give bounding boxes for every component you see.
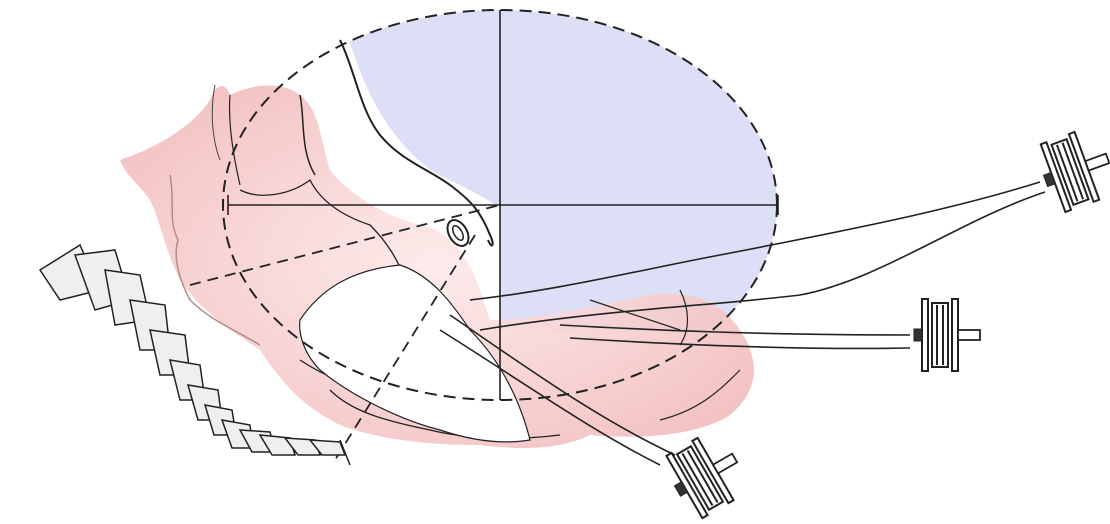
lower-port-hub xyxy=(659,427,752,522)
upper-port-hub xyxy=(1033,124,1110,214)
middle-port-hub xyxy=(914,299,980,371)
